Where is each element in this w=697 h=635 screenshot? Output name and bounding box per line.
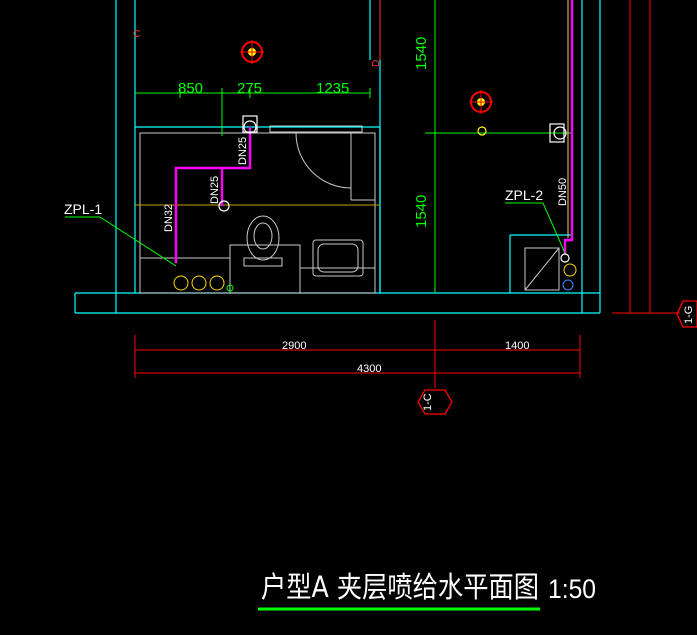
sprinkler-pipes xyxy=(174,0,574,263)
drawing-title: 户型A 夹层喷给水平面图 xyxy=(261,570,539,604)
label-dn32: DN32 xyxy=(163,204,175,232)
dim-top-275: 275 xyxy=(237,80,262,97)
dim-top-850: 850 xyxy=(178,80,203,97)
label-dn25-lower: DN25 xyxy=(209,176,221,204)
label-zpl-1: ZPL-1 xyxy=(64,201,102,217)
mark-d: D xyxy=(371,60,382,67)
dim-bottom-1400: 1400 xyxy=(505,340,529,352)
axis-label-right: 1-G xyxy=(683,306,695,324)
sprinkler-head-small xyxy=(477,126,487,136)
axis-bubble-bottom xyxy=(417,389,453,415)
dim-top-1235: 1235 xyxy=(316,80,349,97)
walls xyxy=(74,0,601,314)
sprinkler-head-1 xyxy=(240,40,264,64)
label-dn25-upper: DN25 xyxy=(237,137,249,165)
dim-bottom-2900: 2900 xyxy=(282,340,306,352)
floor-drains xyxy=(173,263,577,292)
dim-vertical-1540-bottom: 1540 xyxy=(413,195,430,228)
bathroom-fixtures xyxy=(139,125,560,294)
label-zpl-2: ZPL-2 xyxy=(505,187,543,203)
axis-label-bottom: 1-C xyxy=(422,393,434,411)
pipe-fittings xyxy=(218,115,570,263)
axis-bubble-right xyxy=(676,300,697,328)
dim-vertical-1540-top: 1540 xyxy=(413,37,430,70)
bottom-dimension-lines xyxy=(134,0,680,388)
mark-c: C xyxy=(133,29,140,40)
label-dn50: DN50 xyxy=(557,178,569,206)
sprinkler-head-2 xyxy=(469,90,493,114)
dim-bottom-4300: 4300 xyxy=(357,363,381,375)
drawing-scale: 1:50 xyxy=(548,574,596,604)
leader-lines xyxy=(65,202,566,267)
